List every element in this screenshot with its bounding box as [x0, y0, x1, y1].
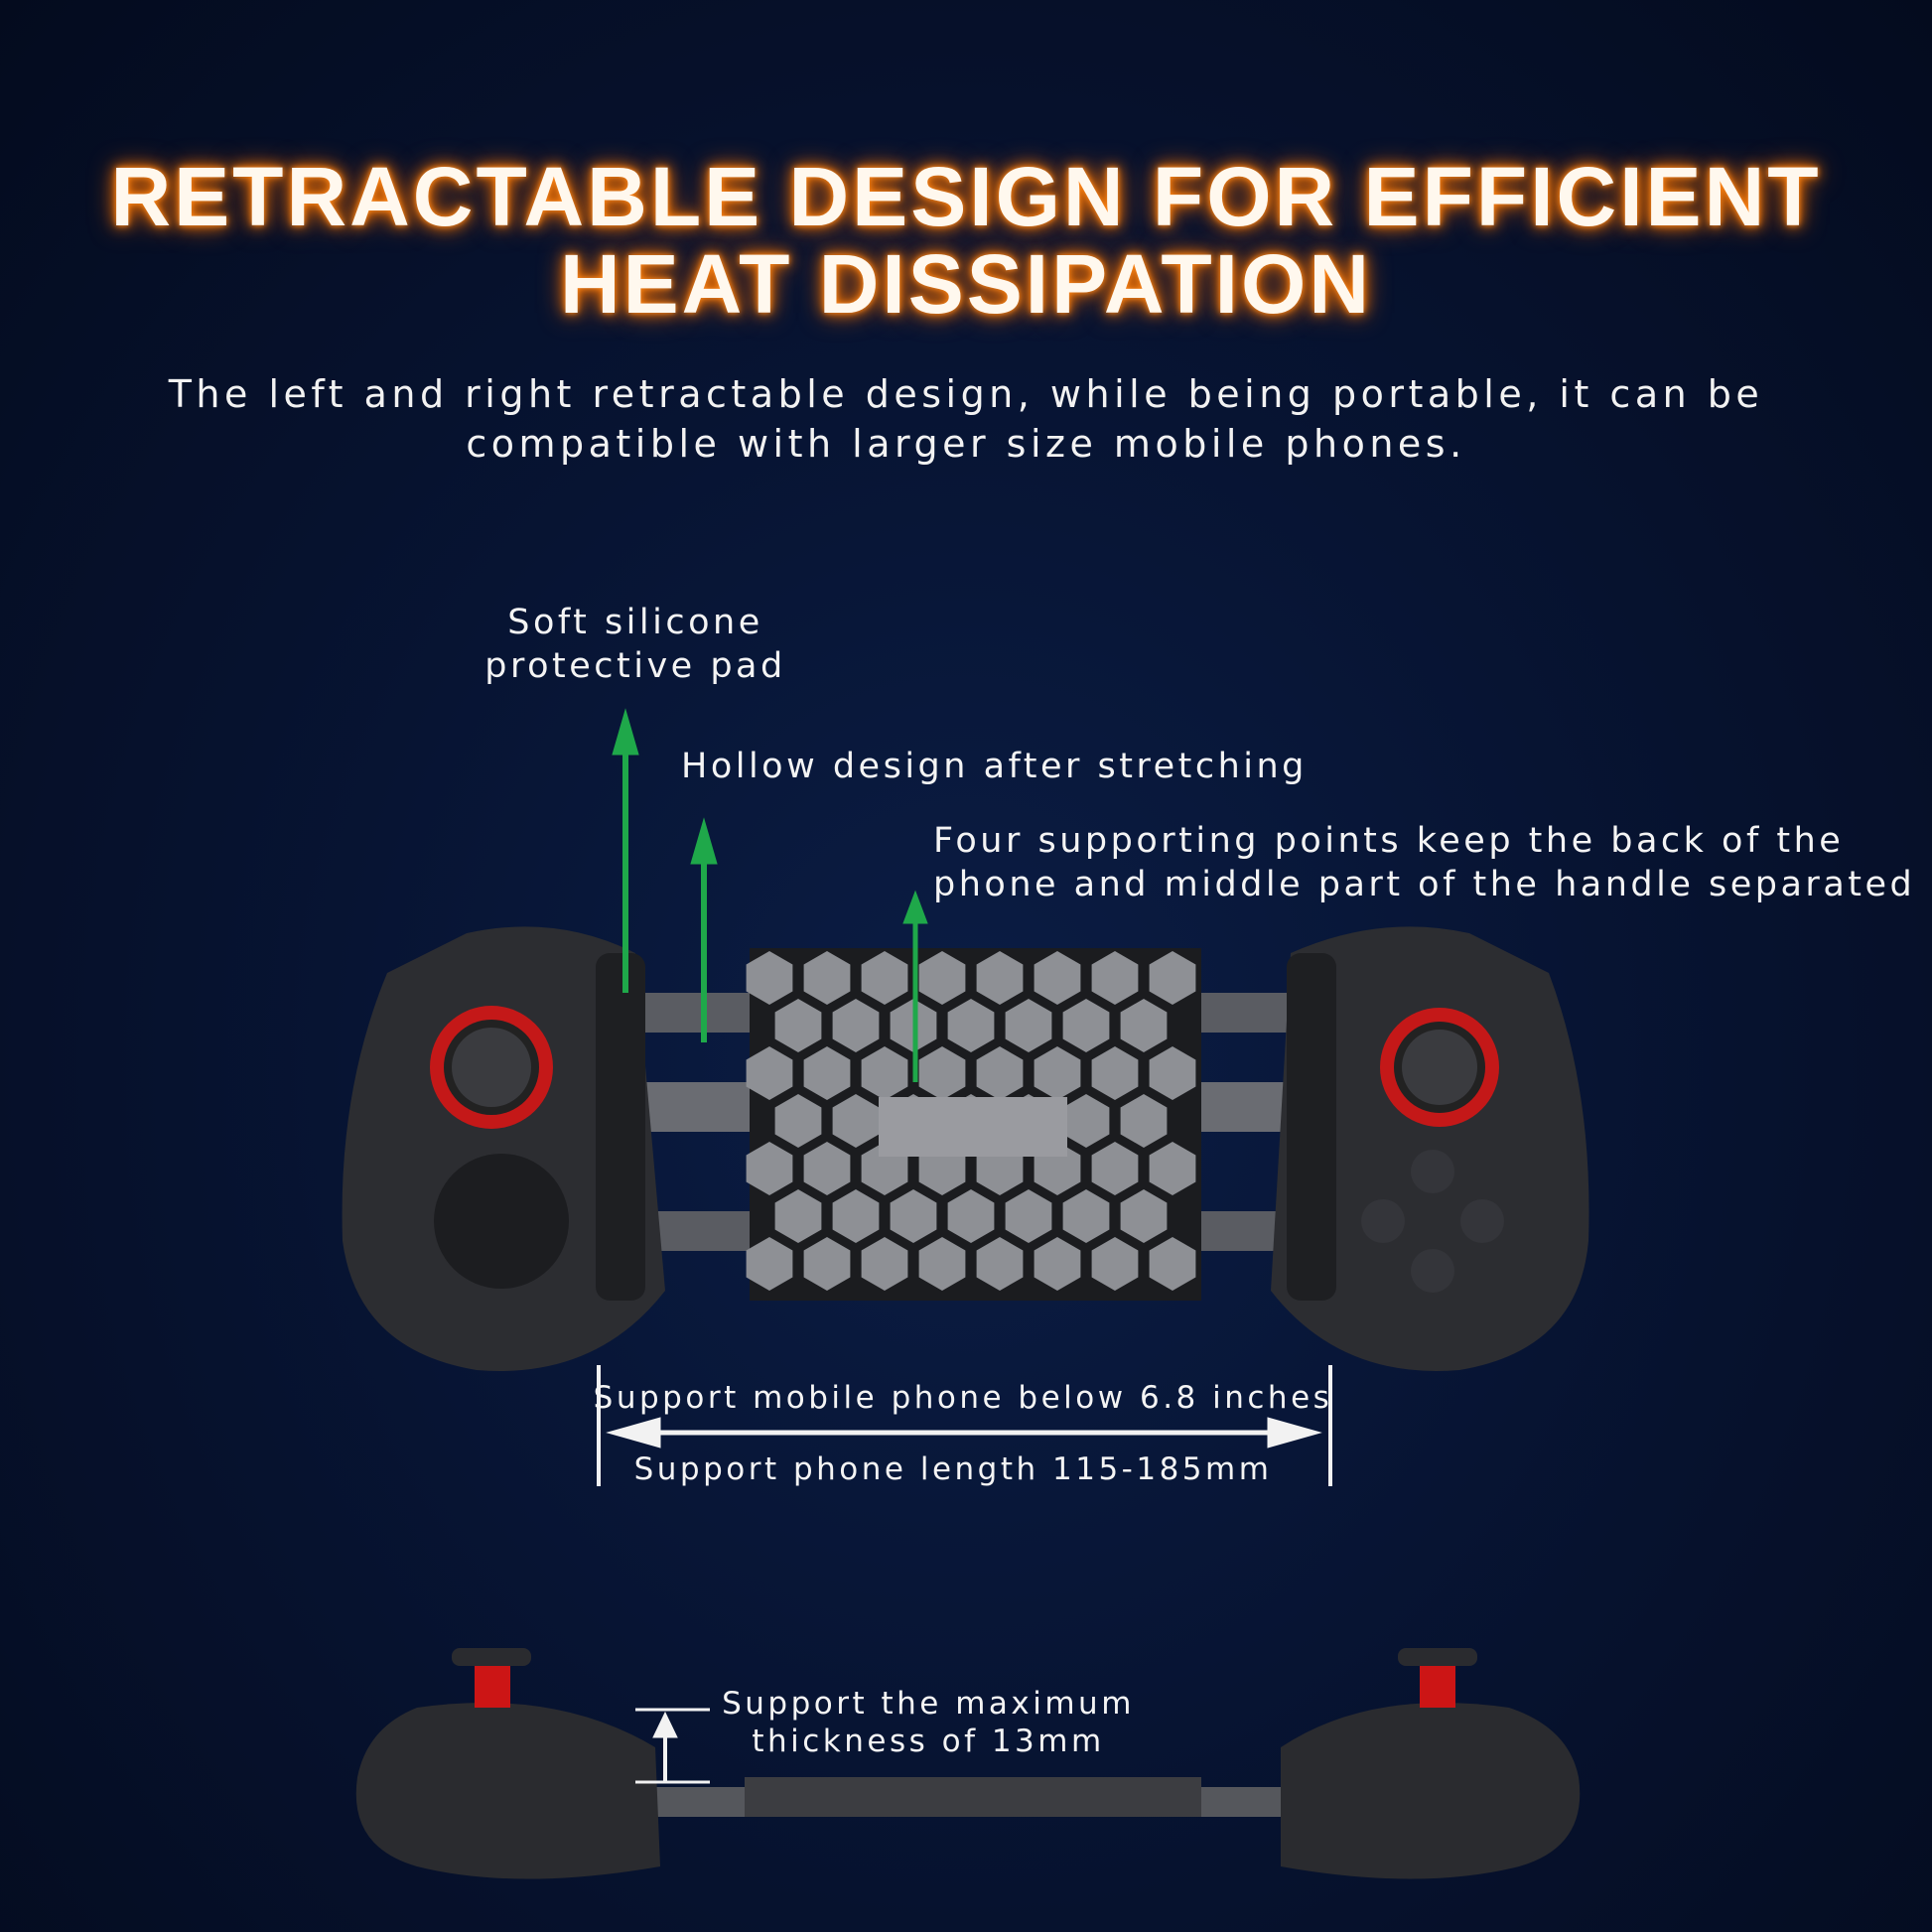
width-dimension-arrow — [597, 1365, 1332, 1486]
hexagon-cell — [803, 1237, 851, 1291]
headline-line1: RETRACTABLE DESIGN FOR EFFICIENT — [110, 150, 1822, 243]
hexagon-cell — [1034, 1046, 1081, 1100]
hexagon-cell — [1120, 999, 1168, 1052]
hexagon-cell — [1149, 1237, 1196, 1291]
hexagon-cell — [774, 999, 822, 1052]
arrow-hollow-design — [690, 817, 718, 1042]
hexagon-cell — [1062, 999, 1110, 1052]
subtitle-line1: The left and right retractable design, w… — [168, 372, 1764, 416]
hexagon-cell — [976, 951, 1024, 1005]
arrow-support-points — [902, 890, 928, 1082]
hexagon-cell — [803, 1142, 851, 1195]
hexagon-cell — [918, 951, 966, 1005]
hexagon-cell — [774, 1189, 822, 1243]
hexagon-grid — [746, 951, 1196, 1291]
hexagon-cell — [1005, 1189, 1052, 1243]
hexagon-cell — [832, 999, 880, 1052]
hexagon-cell — [976, 1046, 1024, 1100]
hexagon-cell — [1149, 1046, 1196, 1100]
hexagon-cell — [947, 999, 995, 1052]
hexagon-cell — [1091, 1237, 1139, 1291]
hexagon-cell — [1091, 951, 1139, 1005]
hexagon-cell — [803, 951, 851, 1005]
hexagon-cell — [746, 1046, 793, 1100]
hexagon-cell — [861, 1046, 908, 1100]
hexagon-cell — [1062, 1094, 1110, 1148]
hexagon-cell — [746, 1237, 793, 1291]
hexagon-cell — [1062, 1189, 1110, 1243]
thickness-label-line1: Support the maximum — [722, 1686, 1135, 1722]
hexagon-cell — [803, 1046, 851, 1100]
hexagon-cell — [1005, 999, 1052, 1052]
hexagon-cell — [1120, 1094, 1168, 1148]
thickness-dimension — [635, 1708, 710, 1784]
thickness-label-line2: thickness of 13mm — [752, 1724, 1105, 1759]
callout-support-line1: Four supporting points keep the back of … — [933, 821, 1845, 861]
callout-hollow: Hollow design after stretching — [681, 747, 1308, 786]
hexagon-cell — [947, 1189, 995, 1243]
hexagon-cell — [861, 951, 908, 1005]
hexagon-cell — [1149, 1142, 1196, 1195]
controller-top-view — [342, 926, 1589, 1371]
hexagon-cell — [1091, 1142, 1139, 1195]
hexagon-cell — [1034, 951, 1081, 1005]
hexagon-cell — [1034, 1237, 1081, 1291]
face-buttons — [1361, 1150, 1504, 1293]
hexagon-cell — [1091, 1046, 1139, 1100]
hexagon-cell — [746, 1142, 793, 1195]
hexagon-cell — [746, 951, 793, 1005]
subtitle-line2: compatible with larger size mobile phone… — [466, 422, 1466, 466]
hexagon-cell — [832, 1094, 880, 1148]
length-label: Support phone length 115-185mm — [633, 1451, 1273, 1487]
screen-size-label: Support mobile phone below 6.8 inches — [593, 1380, 1333, 1416]
hexagon-cell — [976, 1237, 1024, 1291]
hexagon-cell — [1149, 951, 1196, 1005]
hexagon-cell — [832, 1189, 880, 1243]
hexagon-cell — [890, 1189, 937, 1243]
hexagon-cell — [918, 1046, 966, 1100]
arrow-silicone-pad — [612, 708, 639, 993]
dpad — [434, 1154, 569, 1289]
callout-silicone-line1: Soft silicone — [507, 603, 763, 642]
callout-silicone-line2: protective pad — [484, 646, 786, 686]
hexagon-cell — [774, 1094, 822, 1148]
hexagon-cell — [1120, 1189, 1168, 1243]
controller-side-view — [355, 1648, 1581, 1879]
left-joystick — [452, 1028, 531, 1107]
callout-support-line2: phone and middle part of the handle sepa… — [933, 865, 1916, 904]
right-joystick — [1402, 1030, 1477, 1105]
hexagon-cell — [861, 1237, 908, 1291]
hexagon-cell — [918, 1237, 966, 1291]
headline-line2: HEAT DISSIPATION — [559, 237, 1373, 331]
